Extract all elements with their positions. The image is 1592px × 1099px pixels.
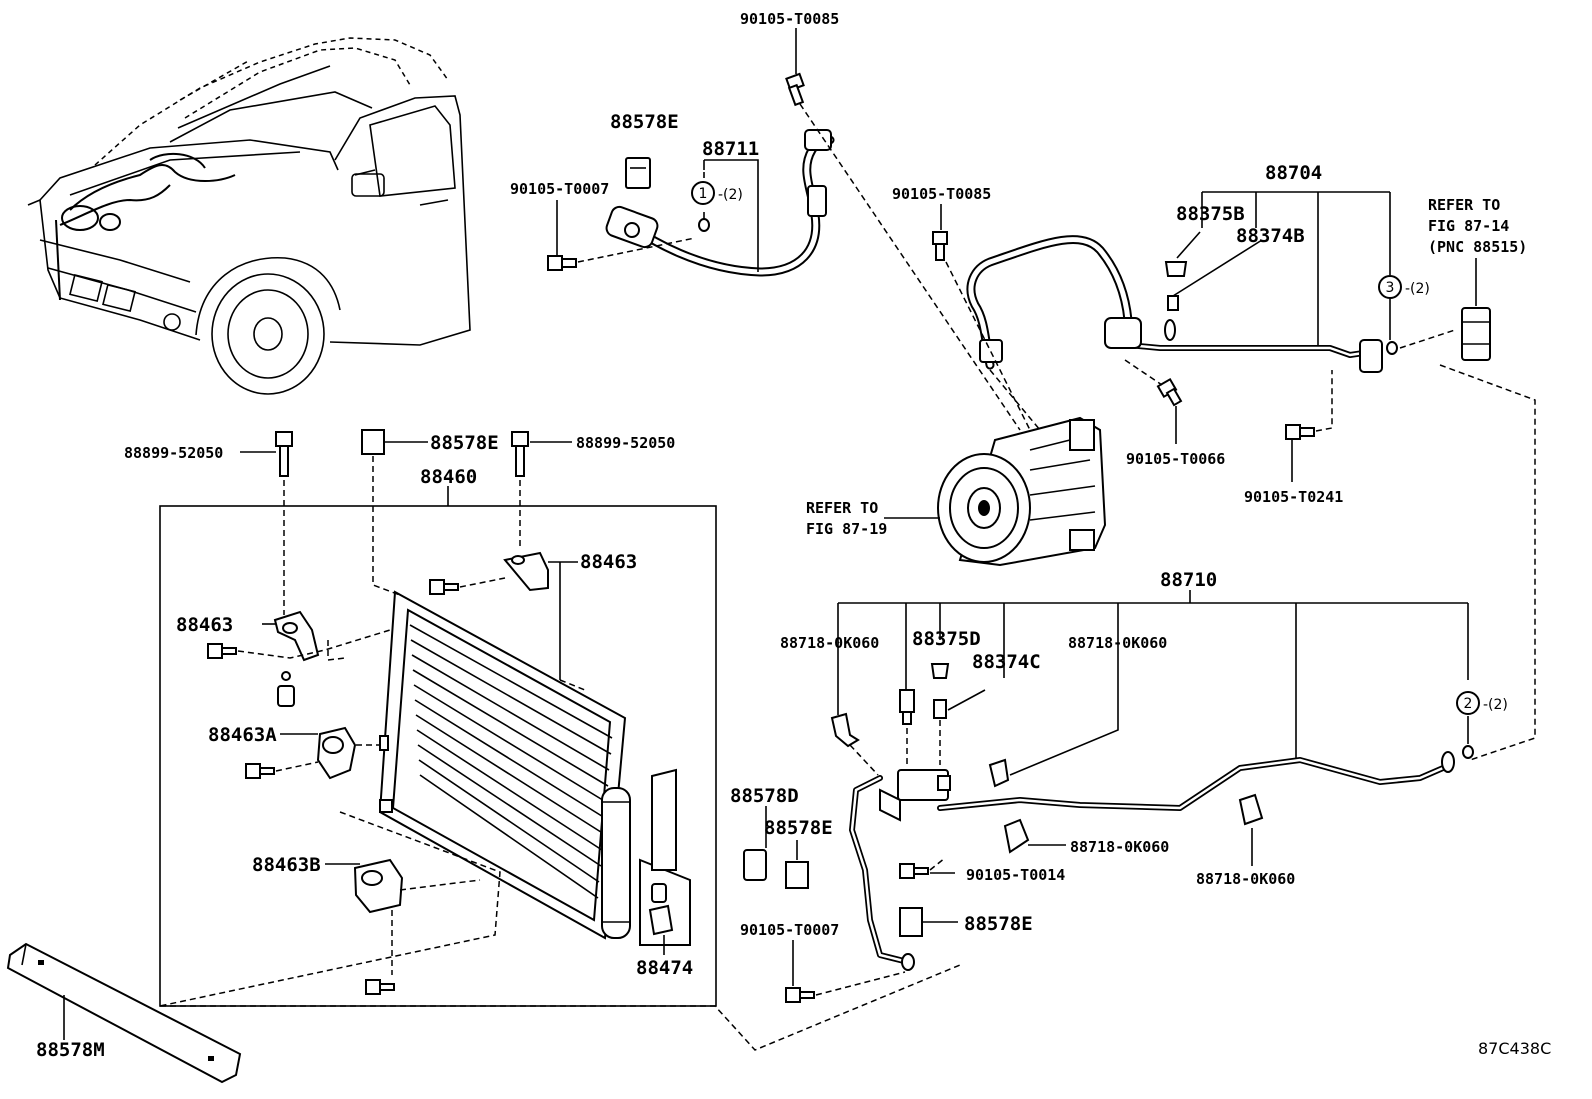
label-88718-0K060-b: 88718-0K060 — [1068, 634, 1167, 652]
seal-88578M — [6, 942, 242, 1084]
clip-88578E-top — [625, 157, 651, 189]
condenser-assembly-box — [159, 505, 717, 1007]
bolt-88463A — [245, 763, 275, 779]
label-88463A: 88463A — [208, 724, 277, 746]
clamp-88718-0K060-c — [1003, 818, 1030, 854]
label-88374C: 88374C — [972, 651, 1041, 673]
bolt-90105-T0007-top — [547, 255, 577, 271]
label-90105-T0241: 90105-T0241 — [1244, 488, 1343, 506]
callout-2: 2 -(2) — [1456, 691, 1508, 715]
part-labels: 90105-T0085 88578E 88711 90105-T0007 901… — [36, 10, 1551, 1061]
bracket-88463A — [316, 726, 357, 780]
label-88718-0K060-a: 88718-0K060 — [780, 634, 879, 652]
label-88375B: 88375B — [1176, 203, 1245, 225]
label-88578E-low: 88578E — [764, 817, 833, 839]
label-refer-87-14-line1: REFER TO — [1428, 196, 1500, 214]
bolt-88463B-bottom — [365, 979, 395, 995]
label-90105-T0007-bottom: 90105-T0007 — [740, 921, 839, 939]
label-88578D: 88578D — [730, 785, 799, 807]
label-90105-T0014: 90105-T0014 — [966, 866, 1065, 884]
clamp-88718-0K060-b — [988, 758, 1010, 788]
condenser-88460 — [378, 590, 631, 940]
callout-1: 1 -(2) — [691, 181, 743, 205]
label-refer-87-19-line2: FIG 87-19 — [806, 520, 887, 538]
seal-88474 — [639, 768, 691, 946]
label-88710: 88710 — [1160, 569, 1217, 591]
clip-88578E-bottom — [899, 907, 923, 937]
label-88474: 88474 — [636, 957, 693, 979]
bolt-90105-T0241 — [1285, 424, 1315, 440]
bolt-condenser-top — [429, 579, 459, 595]
diagram-id: 87C438C — [1478, 1039, 1551, 1058]
label-88578E-top: 88578E — [610, 111, 679, 133]
bolt-88463-left — [207, 643, 237, 659]
svg-text:-(2): -(2) — [1405, 281, 1430, 297]
svg-text:-(2): -(2) — [718, 187, 743, 203]
suction-hose-88704 — [966, 235, 1383, 373]
compressor — [937, 416, 1107, 567]
bracket-88463-left — [273, 610, 320, 662]
label-88718-0K060-c: 88718-0K060 — [1070, 838, 1169, 856]
label-refer-87-14-line2: FIG 87-14 — [1428, 217, 1509, 235]
clamp-88718-0K060-d — [1238, 793, 1264, 826]
expansion-valve-ref — [1461, 307, 1491, 361]
clip-88578E-low — [785, 861, 809, 889]
cushion-88463-small — [277, 671, 295, 707]
svg-text:3: 3 — [1386, 280, 1395, 296]
label-88463B: 88463B — [252, 854, 321, 876]
vehicle-illustration — [27, 37, 471, 395]
callout-3: 3 -(2) — [1378, 275, 1430, 299]
label-88711: 88711 — [702, 138, 759, 160]
label-88460: 88460 — [420, 466, 477, 488]
label-90105-T0007-top: 90105-T0007 — [510, 180, 609, 198]
clip-88578E-mid — [361, 429, 385, 455]
label-90105-T0066: 90105-T0066 — [1126, 450, 1225, 468]
bracket-88463-right — [503, 551, 549, 592]
label-refer-87-14-line3: (PNC 88515) — [1428, 238, 1527, 256]
svg-text:1: 1 — [699, 186, 708, 202]
svg-text:-(2): -(2) — [1483, 697, 1508, 713]
label-88463-right: 88463 — [580, 551, 637, 573]
bolt-90105-T0066 — [1156, 377, 1183, 407]
liquid-tube-88710 — [849, 751, 1455, 971]
label-88375D: 88375D — [912, 628, 981, 650]
svg-text:2: 2 — [1464, 696, 1473, 712]
label-88578E-bottom: 88578E — [964, 913, 1033, 935]
bracket-88463B — [353, 858, 404, 914]
label-90105-T0085-top: 90105-T0085 — [740, 10, 839, 28]
bolt-90105-T0007-bottom — [785, 987, 815, 1003]
label-90105-T0085-mid: 90105-T0085 — [892, 185, 991, 203]
label-88718-0K060-d: 88718-0K060 — [1196, 870, 1295, 888]
bolt-90105-T0014 — [899, 863, 929, 879]
clip-88578D — [743, 849, 767, 881]
label-88899-52050-right: 88899-52050 — [576, 434, 675, 452]
label-88704: 88704 — [1265, 162, 1322, 184]
bolt-88899-52050-left — [275, 431, 293, 477]
bolt-90105-T0085-mid — [932, 231, 948, 261]
label-refer-87-19-line1: REFER TO — [806, 499, 878, 517]
clamp-88718-0K060-a — [830, 712, 860, 748]
bolt-88899-52050-right — [511, 431, 529, 477]
label-88578M: 88578M — [36, 1039, 105, 1061]
label-88578E-mid: 88578E — [430, 432, 499, 454]
bolt-90105-T0085-top — [785, 72, 805, 107]
label-88463-left: 88463 — [176, 614, 233, 636]
label-88374B: 88374B — [1236, 225, 1305, 247]
discharge-hose-88711 — [605, 129, 835, 277]
label-88899-52050-left: 88899-52050 — [124, 444, 223, 462]
